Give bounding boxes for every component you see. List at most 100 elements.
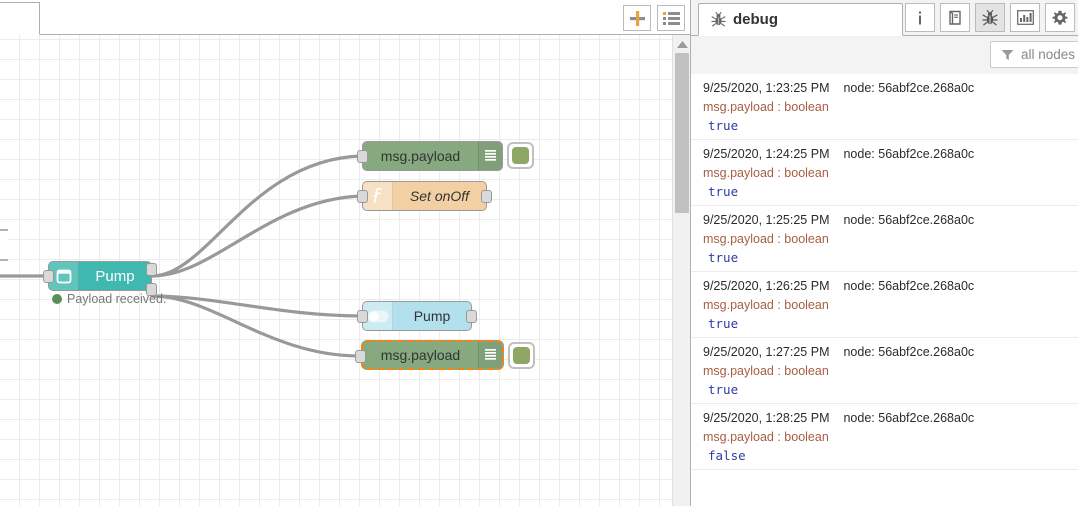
scrollbar-thumb[interactable] — [675, 53, 689, 213]
debug-message-value: true — [708, 382, 739, 397]
debug-timestamp: 9/25/2020, 1:23:25 PM — [703, 81, 830, 95]
wire-layer — [0, 154, 364, 358]
status-dot-icon — [52, 294, 62, 304]
node-debug-bottom[interactable]: msg.payload — [355, 340, 504, 370]
dashboard-tab[interactable] — [1010, 3, 1040, 32]
debug-message-value: true — [708, 316, 739, 331]
hamburger-icon — [478, 342, 502, 368]
list-flows-button[interactable] — [657, 5, 685, 31]
wire-pump-to-function — [150, 194, 364, 278]
book-icon — [948, 10, 961, 25]
wire-pump-to-debug-bottom — [150, 294, 364, 358]
sidebar-tool-tabs — [905, 3, 1075, 32]
debug-message-header: 9/25/2020, 1:28:25 PM node: 56abf2ce.268a… — [703, 411, 1078, 425]
debug-timestamp: 9/25/2020, 1:28:25 PM — [703, 411, 830, 425]
debug-message-value: true — [708, 184, 739, 199]
canvas-vertical-scrollbar[interactable] — [672, 35, 690, 506]
debug-source-node[interactable]: node: 56abf2ce.268a0c — [843, 411, 975, 425]
debug-filter-bar: all nodes — [691, 36, 1078, 74]
bug-icon — [982, 9, 998, 25]
debug-message-header: 9/25/2020, 1:24:25 PM node: 56abf2ce.268a… — [703, 147, 1078, 161]
tab-debug[interactable]: debug — [698, 3, 903, 36]
filter-icon — [1001, 49, 1014, 61]
debug-timestamp: 9/25/2020, 1:24:25 PM — [703, 147, 830, 161]
hamburger-icon — [478, 142, 502, 170]
node-input-port[interactable] — [43, 270, 54, 283]
scroll-up-icon[interactable] — [673, 37, 690, 51]
debug-message[interactable]: 9/25/2020, 1:26:25 PM node: 56abf2ce.268a… — [691, 272, 1078, 338]
debug-enabled-indicator — [512, 147, 529, 164]
sidebar-pane: debug — [690, 0, 1078, 506]
debug-source-node[interactable]: node: 56abf2ce.268a0c — [843, 345, 975, 359]
debug-message-value: true — [708, 250, 739, 265]
debug-message[interactable]: 9/25/2020, 1:28:25 PM node: 56abf2ce.268a… — [691, 404, 1078, 470]
tab-debug-label: debug — [733, 11, 778, 28]
flow-canvas[interactable]: Pump Payload received. msg.payload — [0, 35, 672, 506]
debug-message-value: true — [708, 118, 739, 133]
node-debug-bottom-label: msg.payload — [380, 347, 461, 363]
info-tab[interactable] — [905, 3, 935, 32]
node-pump-output[interactable]: Pump — [357, 301, 477, 331]
debug-message-header: 9/25/2020, 1:26:25 PM node: 56abf2ce.268a… — [703, 279, 1078, 293]
filter-nodes-button[interactable]: all nodes — [989, 41, 1078, 68]
node-output-port-2[interactable] — [146, 283, 157, 296]
node-input-port[interactable] — [357, 310, 368, 323]
debug-tab[interactable] — [975, 3, 1005, 32]
debug-timestamp: 9/25/2020, 1:25:25 PM — [703, 213, 830, 227]
list-icon — [662, 11, 680, 25]
debug-node-enable-button-bottom[interactable] — [508, 342, 535, 369]
toggle-icon — [363, 302, 393, 330]
offscreen-node-partial — [0, 229, 8, 261]
debug-message-header: 9/25/2020, 1:23:25 PM node: 56abf2ce.268a… — [703, 81, 1078, 95]
bug-icon — [711, 12, 726, 27]
info-icon — [919, 11, 921, 24]
debug-source-node[interactable]: node: 56abf2ce.268a0c — [843, 147, 975, 161]
node-pump-input[interactable]: Pump — [43, 261, 157, 296]
node-pump-input-label: Pump — [95, 267, 135, 285]
gear-icon — [1052, 10, 1068, 25]
debug-message-property: msg.payload : boolean — [703, 364, 829, 378]
debug-timestamp: 9/25/2020, 1:26:25 PM — [703, 279, 830, 293]
debug-message[interactable]: 9/25/2020, 1:23:25 PM node: 56abf2ce.268a… — [691, 74, 1078, 140]
debug-message-value: false — [708, 448, 746, 463]
node-input-port[interactable] — [355, 350, 366, 363]
help-tab[interactable] — [940, 3, 970, 32]
node-function-set-onoff[interactable]: Set onOff — [357, 181, 492, 211]
wire-pump-to-pumpout — [150, 294, 364, 318]
debug-message[interactable]: 9/25/2020, 1:24:25 PM node: 56abf2ce.268a… — [691, 140, 1078, 206]
filter-label: all nodes — [1020, 47, 1075, 62]
config-tab[interactable] — [1045, 3, 1075, 32]
sidebar-header: debug — [691, 0, 1078, 36]
debug-message-property: msg.payload : boolean — [703, 298, 829, 312]
calendar-icon — [49, 262, 79, 290]
node-debug-top-label: msg.payload — [380, 148, 461, 164]
debug-source-node[interactable]: node: 56abf2ce.268a0c — [843, 279, 975, 293]
add-flow-button[interactable] — [623, 5, 651, 31]
function-icon — [363, 182, 393, 210]
node-status-text: Payload received. — [67, 292, 167, 306]
debug-message-list[interactable]: 9/25/2020, 1:23:25 PM node: 56abf2ce.268a… — [691, 74, 1078, 506]
debug-source-node[interactable]: node: 56abf2ce.268a0c — [843, 213, 975, 227]
debug-enabled-indicator — [513, 347, 530, 364]
debug-message[interactable]: 9/25/2020, 1:25:25 PM node: 56abf2ce.268a… — [691, 206, 1078, 272]
node-output-port[interactable] — [481, 190, 492, 203]
flow-editor-pane: Pump Payload received. msg.payload — [0, 0, 690, 506]
node-debug-top[interactable]: msg.payload — [357, 141, 503, 171]
node-pump-output-label: Pump — [413, 308, 451, 324]
debug-message-property: msg.payload : boolean — [703, 232, 829, 246]
node-function-label: Set onOff — [409, 188, 470, 204]
node-input-port[interactable] — [357, 190, 368, 203]
debug-source-node[interactable]: node: 56abf2ce.268a0c — [843, 81, 975, 95]
node-pump-input-status: Payload received. — [52, 292, 166, 306]
node-output-port-1[interactable] — [146, 263, 157, 276]
debug-node-enable-button-top[interactable] — [507, 142, 534, 169]
flow-tab-bar — [0, 0, 690, 35]
plus-icon — [629, 10, 645, 26]
node-output-port[interactable] — [466, 310, 477, 323]
flow-tab-active[interactable] — [0, 2, 40, 35]
debug-message-property: msg.payload : boolean — [703, 100, 829, 114]
chart-icon — [1016, 10, 1034, 25]
node-input-port[interactable] — [357, 150, 368, 163]
